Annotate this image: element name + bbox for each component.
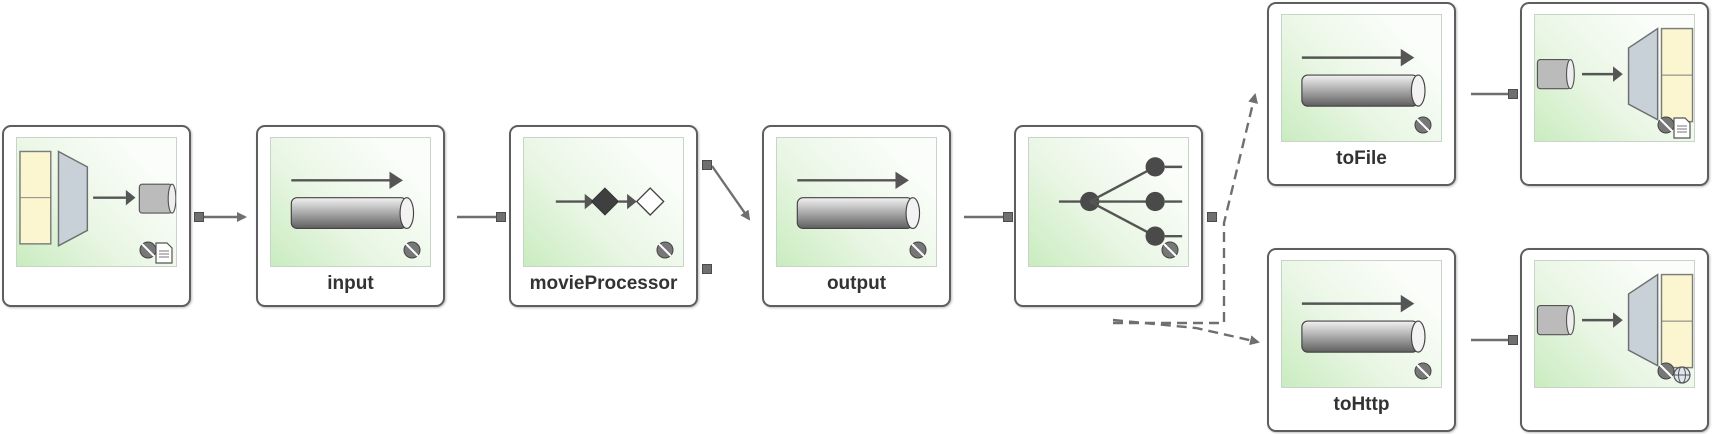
channel-pipe-icon <box>1301 48 1426 107</box>
node-panel <box>523 137 684 267</box>
channel-pipe-icon <box>1301 294 1426 353</box>
node-panel <box>1028 137 1189 267</box>
globe-icon <box>1673 366 1691 384</box>
node-label: toHttp <box>1333 394 1390 415</box>
port[interactable] <box>496 212 506 222</box>
inbound-adapter-node[interactable] <box>2 125 191 307</box>
file-outbound-adapter-node[interactable] <box>1520 2 1709 186</box>
port[interactable] <box>1508 89 1518 99</box>
node-panel <box>1281 14 1442 142</box>
channel-pipe-icon <box>290 171 415 230</box>
bean-badge-icon <box>909 241 927 259</box>
bean-badge-icon <box>1657 362 1675 380</box>
node-label: input <box>327 273 374 294</box>
node-panel <box>1534 14 1695 142</box>
tohttp-channel-node[interactable]: toHttp <box>1267 248 1456 432</box>
bean-badge-icon <box>139 241 157 259</box>
bean-badge-icon <box>1161 241 1179 259</box>
recipient-list-icon <box>1058 157 1183 246</box>
bean-badge-icon <box>1414 116 1432 134</box>
bean-badge-icon <box>656 241 674 259</box>
channel-pipe-icon <box>796 171 921 230</box>
port[interactable] <box>702 264 712 274</box>
http-outbound-adapter-node[interactable] <box>1520 248 1709 432</box>
node-label: output <box>826 273 887 294</box>
adapter-funnel-icon <box>1536 27 1694 123</box>
port[interactable] <box>194 212 204 222</box>
recipient-list-node[interactable] <box>1014 125 1203 307</box>
port[interactable] <box>1508 335 1518 345</box>
tofile-channel-node[interactable]: toFile <box>1267 2 1456 186</box>
adapter-funnel-icon <box>1536 273 1694 369</box>
edge-movieprocessor-to-output <box>711 165 751 221</box>
bean-badge-icon <box>1657 116 1675 134</box>
bean-badge-icon <box>403 241 421 259</box>
document-icon <box>1673 117 1691 139</box>
node-panel <box>270 137 431 267</box>
output-channel-node[interactable]: output <box>762 125 951 307</box>
node-label: toFile <box>1336 148 1387 169</box>
port[interactable] <box>1207 212 1217 222</box>
node-panel <box>1281 260 1442 388</box>
edge-splitter-to-tohttp <box>1112 318 1260 346</box>
bean-badge-icon <box>1414 362 1432 380</box>
node-panel <box>776 137 937 267</box>
input-channel-node[interactable]: input <box>256 125 445 307</box>
port[interactable] <box>702 160 712 170</box>
node-label: movieProcessor <box>529 273 678 294</box>
movieprocessor-router-node[interactable]: movieProcessor <box>509 125 698 307</box>
node-panel <box>1534 260 1695 388</box>
router-diamond-icon <box>555 187 665 216</box>
port[interactable] <box>1003 212 1013 222</box>
document-icon <box>155 242 173 264</box>
adapter-funnel-icon <box>19 150 176 247</box>
node-panel <box>16 137 177 267</box>
